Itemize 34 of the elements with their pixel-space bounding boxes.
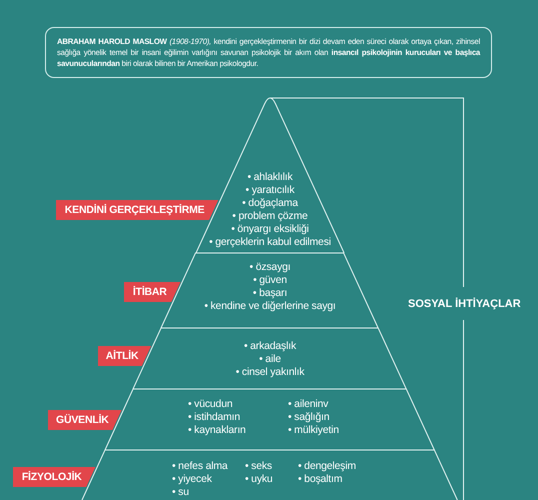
- need-item: • yiyecek: [172, 473, 212, 486]
- need-item: • önyargı eksikliği: [231, 223, 309, 236]
- level-tag: KENDİNİ GERÇEKLEŞTİRME: [56, 200, 218, 220]
- need-item: • dengeleşim: [298, 460, 356, 473]
- need-item: • nefes alma: [172, 460, 228, 473]
- need-item: • özsaygı: [250, 261, 290, 274]
- need-item: • başarı: [252, 287, 288, 300]
- level-tag: İTİBAR: [124, 282, 181, 302]
- need-item: • aile: [259, 353, 281, 366]
- need-item: • uyku: [244, 473, 273, 486]
- need-item: • kaynakların: [188, 424, 246, 437]
- need-item: • yaratıcılık: [246, 184, 294, 197]
- need-item: • aileninv: [288, 398, 328, 411]
- level-tag: FİZYOLOJİK: [13, 467, 96, 487]
- need-item: • ahlaklılık: [247, 171, 293, 184]
- need-item: • seks: [244, 460, 272, 473]
- need-item: • problem çözme: [232, 210, 308, 223]
- section-label: SOSYAL İHTİYAÇLAR: [408, 297, 521, 311]
- need-item: • gerçeklerin kabul edilmesi: [209, 236, 331, 249]
- need-item: • su: [172, 486, 189, 499]
- pyramid-level: [82, 450, 458, 500]
- need-item: • sağlığın: [288, 411, 330, 424]
- need-item: • vücudun: [188, 398, 232, 411]
- need-item: • istihdamın: [188, 411, 240, 424]
- need-item: • arkadaşlık: [244, 340, 296, 353]
- need-item: • güven: [253, 274, 287, 287]
- need-item: • kendine ve diğerlerine saygı: [204, 300, 336, 313]
- need-item: • cinsel yakınlık: [236, 366, 304, 379]
- need-item: • boşaltım: [298, 473, 342, 486]
- level-tag: GÜVENLİK: [48, 410, 122, 430]
- need-item: • mülkiyetin: [288, 424, 339, 437]
- need-item: • doğaçlama: [242, 197, 298, 210]
- intro-card: [45, 27, 492, 78]
- level-tag: AİTLİK: [98, 346, 152, 366]
